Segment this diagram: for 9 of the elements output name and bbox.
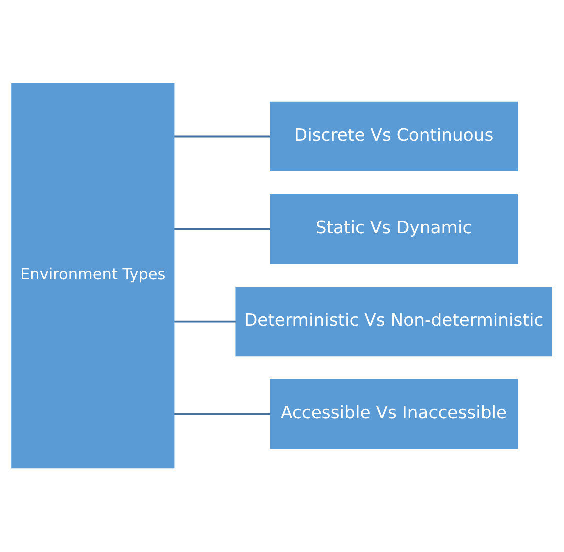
node-box: Static Vs Dynamic — [270, 194, 518, 264]
connector — [174, 413, 270, 416]
node-box: Accessible Vs Inaccessible — [270, 379, 518, 450]
node-box: Environment Types — [12, 83, 175, 469]
node-box: Discrete Vs Continuous — [270, 102, 518, 172]
connector — [174, 320, 236, 323]
connector — [174, 228, 270, 230]
connector — [174, 136, 270, 138]
node-box: Deterministic Vs Non-deterministic — [236, 286, 552, 357]
